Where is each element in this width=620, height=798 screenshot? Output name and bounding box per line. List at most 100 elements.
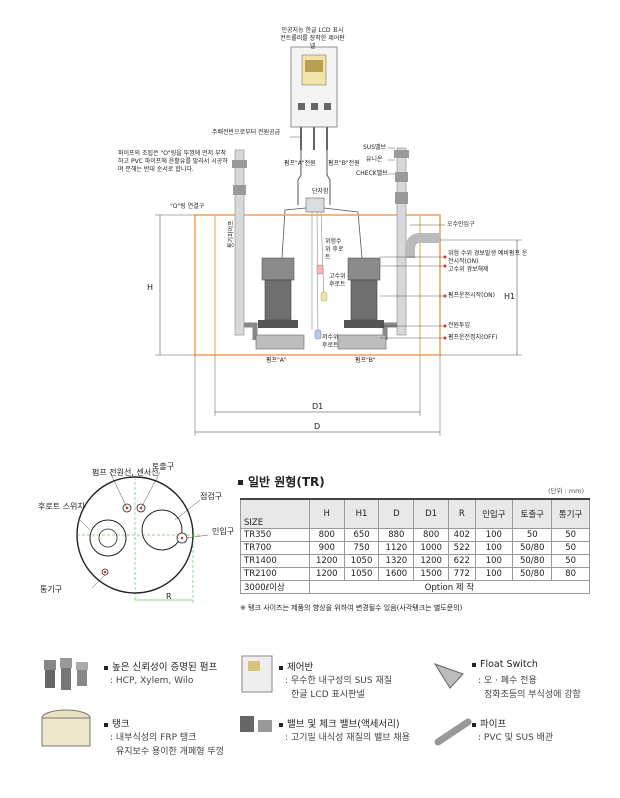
cell: 50	[512, 528, 553, 542]
alarm-float-label: 위험수위 후로트	[325, 238, 344, 262]
high-float	[320, 291, 328, 302]
table-row: TR350 800 650 880 800 402 100 50 50	[240, 528, 590, 542]
feature-title-panel: 제어반	[279, 659, 313, 673]
inlet-label: 오수인입구	[447, 221, 475, 228]
cell: 100	[474, 567, 514, 581]
cell: 750	[343, 541, 380, 555]
low-float-label: 저수위 후로트	[322, 334, 339, 350]
cell: 1000	[413, 541, 450, 555]
cell: 1600	[378, 567, 415, 581]
cell: 650	[343, 528, 380, 542]
pump-b-power-label: 펌프"B"전원	[328, 160, 360, 167]
top-inlet-label: 인입구	[212, 527, 235, 536]
feature-title-pump: 높은 신뢰성이 증명된 펌프	[104, 659, 217, 673]
spec-table: SIZE H H1 D D1 R 인입구 토출구 통기구 TR350 800 6…	[240, 498, 591, 594]
table-row: TR1400 1200 1050 1320 1200 622 100 50/80…	[240, 554, 590, 568]
cell: 800	[308, 528, 345, 542]
header-r: R	[448, 498, 476, 529]
dim-h-label: H	[147, 283, 154, 292]
cell: 1120	[378, 541, 415, 555]
pump-a-power-label: 펌프"A"전원	[284, 160, 316, 167]
outlet-label: 토출구	[152, 462, 175, 471]
header-d1: D1	[413, 498, 450, 529]
cell: TR700	[240, 541, 310, 555]
pipe-icon	[434, 718, 472, 746]
right-discharge-pipe	[396, 147, 407, 336]
cell: 880	[378, 528, 415, 542]
alarm-float	[316, 264, 324, 275]
cell: 100	[474, 554, 514, 568]
dim-d1-label: D1	[312, 402, 324, 411]
dim-d-label: D	[314, 422, 321, 431]
manhole-label: 점검구	[200, 492, 223, 501]
high-float-label: 고수위 후로트	[329, 273, 346, 289]
header-outlet: 토출구	[512, 498, 553, 529]
feature-body-pipe: : PVC 및 SUS 배관	[478, 733, 554, 743]
cell: 1050	[343, 567, 380, 581]
check-valve-label: CHECK밸브	[356, 170, 388, 177]
terminal-box-label: 단자함	[312, 188, 329, 195]
callout-power-on: 전원투입	[448, 322, 471, 329]
float-switch-icon	[433, 663, 464, 689]
pipe-note: 파이프의 조립은 "O"링을 뚜껑에 먼저 부착하고 PVC 파이프에 윤활유를…	[118, 150, 228, 174]
cell: 50	[551, 554, 590, 568]
float-switch-label: 후로트 스위치	[38, 502, 85, 511]
dim-r-label: R	[166, 592, 172, 601]
cell: 50	[551, 541, 590, 555]
header-inlet: 인입구	[474, 498, 514, 529]
table-row: TR2100 1200 1050 1600 1500 772 100 50/80…	[240, 567, 590, 581]
pump-a-label: 펌프"A"	[266, 357, 287, 364]
dim-h1-label: H1	[504, 292, 516, 301]
oring-label: "O"링 연결구	[170, 203, 205, 210]
installation-diagram	[155, 46, 522, 436]
pump-b-label: 펌프"B"	[355, 357, 376, 364]
feature-title-float: Float Switch	[472, 659, 538, 670]
cell: 1200	[308, 554, 345, 568]
tank-icon	[41, 709, 91, 747]
control-panel	[290, 46, 338, 150]
sus-valve-label: SUS밸브	[363, 144, 387, 151]
cell: 50/80	[512, 554, 553, 568]
cell: 50	[551, 528, 590, 542]
pump-a	[255, 257, 305, 350]
pump-icon	[44, 658, 88, 690]
callout-pump-start: 펌프운전시작(ON)	[448, 292, 496, 299]
cell: 50/80	[512, 567, 553, 581]
feature-body-pump: : HCP, Xylem, Wilo	[110, 676, 194, 686]
valve-icon	[240, 716, 272, 732]
tank-top-view	[76, 471, 209, 605]
cell: 3000ℓ이상	[240, 580, 310, 594]
union-label: 유니온	[366, 156, 383, 163]
vent-pipe-label: 통기파이프	[228, 220, 235, 248]
cell: 80	[551, 567, 590, 581]
header-size: SIZE	[240, 498, 310, 529]
header-vent: 통기구	[551, 498, 590, 529]
feature-body-valve: : 고기밀 내식성 재질의 밸브 채용	[285, 733, 410, 743]
header-h1: H1	[343, 498, 380, 529]
header-h: H	[308, 498, 345, 529]
cell: 1050	[343, 554, 380, 568]
cell: 800	[413, 528, 450, 542]
vent-label: 통기구	[40, 585, 63, 594]
power-sensor-label: 펌프 전원선, 센서선	[92, 468, 159, 477]
control-panel-icon	[241, 655, 273, 693]
callout-alarm: 위험 수위 경보발생 예비펌프 운전시작(ON)	[448, 250, 528, 266]
cell: 1200	[413, 554, 450, 568]
power-supply-label: 주배전반으로부터 전원공급	[212, 129, 281, 136]
cell: TR2100	[240, 567, 310, 581]
feature-title-tank: 탱크	[104, 716, 129, 730]
cell: 522	[448, 541, 476, 555]
feature-title-pipe: 파이프	[472, 716, 506, 730]
cell: 1200	[308, 567, 345, 581]
cell: 402	[448, 528, 476, 542]
spec-title: 일반 원형(TR)	[238, 473, 325, 490]
callout-high-reset: 고수위 경보해제	[448, 266, 489, 273]
unit-label: (단위 : mm)	[548, 487, 585, 495]
cell: 1320	[378, 554, 415, 568]
feature-icons	[41, 655, 472, 747]
terminal-box	[305, 197, 325, 213]
cell: TR350	[240, 528, 310, 542]
